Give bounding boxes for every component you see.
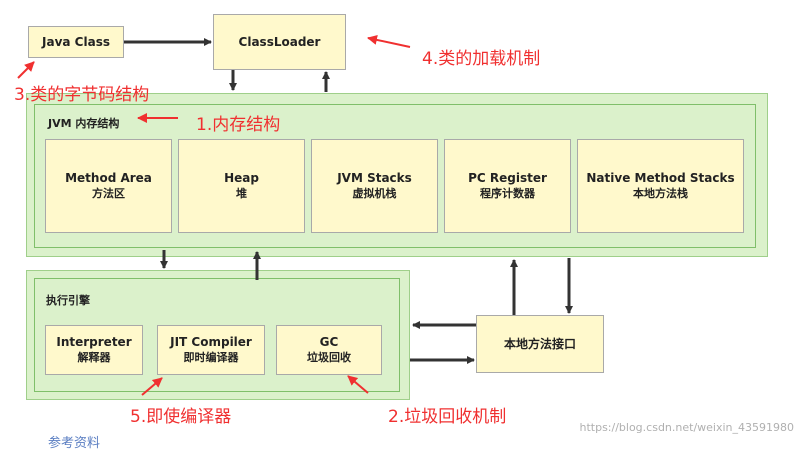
watermark: https://blog.csdn.net/weixin_43591980 <box>579 421 794 434</box>
pointer-gc <box>347 375 369 394</box>
jit-compiler-title: JIT Compiler <box>170 335 252 349</box>
java-class-label: Java Class <box>42 35 110 49</box>
annotation-class-loading: 4.类的加载机制 <box>422 49 541 69</box>
java-class-box: Java Class <box>28 26 124 58</box>
heap-box: Heap 堆 <box>178 139 305 233</box>
pc-register-box: PC Register 程序计数器 <box>444 139 571 233</box>
pointer-jit <box>141 377 163 396</box>
native-method-stacks-sub: 本地方法栈 <box>633 187 688 200</box>
classloader-box: ClassLoader <box>213 14 346 70</box>
pc-register-title: PC Register <box>468 171 547 185</box>
interpreter-title: Interpreter <box>56 335 132 349</box>
pointer-bytecode <box>17 61 35 79</box>
annotation-memory: 1.内存结构 <box>196 115 281 135</box>
gc-title: GC <box>319 335 339 349</box>
annotation-jit: 5.即使编译器 <box>130 407 232 427</box>
jvm-memory-label: JVM 内存结构 <box>48 117 120 130</box>
pc-register-sub: 程序计数器 <box>480 187 535 200</box>
native-method-stacks-title: Native Method Stacks <box>586 171 735 185</box>
heap-sub: 堆 <box>236 187 247 200</box>
jvm-stacks-box: JVM Stacks 虚拟机栈 <box>311 139 438 233</box>
pointer-class-loading <box>367 34 411 48</box>
execution-engine-label: 执行引擎 <box>46 294 90 307</box>
jvm-stacks-title: JVM Stacks <box>337 171 412 185</box>
interpreter-box: Interpreter 解释器 <box>45 325 143 375</box>
gc-box: GC 垃圾回收 <box>276 325 382 375</box>
method-area-title: Method Area <box>65 171 152 185</box>
classloader-label: ClassLoader <box>238 35 321 49</box>
interpreter-sub: 解释器 <box>77 351 111 364</box>
annotation-bytecode: 3.类的字节码结构 <box>14 85 150 105</box>
jit-compiler-sub: 即时编译器 <box>183 351 239 364</box>
native-method-stacks-box: Native Method Stacks 本地方法栈 <box>577 139 744 233</box>
gc-sub: 垃圾回收 <box>307 351 351 364</box>
method-area-box: Method Area 方法区 <box>45 139 172 233</box>
heap-title: Heap <box>224 171 259 185</box>
native-interface-label: 本地方法接口 <box>503 337 576 351</box>
native-interface-box: 本地方法接口 <box>476 315 604 373</box>
method-area-sub: 方法区 <box>92 187 125 200</box>
annotation-gc: 2.垃圾回收机制 <box>388 407 507 427</box>
jvm-stacks-sub: 虚拟机栈 <box>352 187 397 200</box>
jit-compiler-box: JIT Compiler 即时编译器 <box>157 325 265 375</box>
